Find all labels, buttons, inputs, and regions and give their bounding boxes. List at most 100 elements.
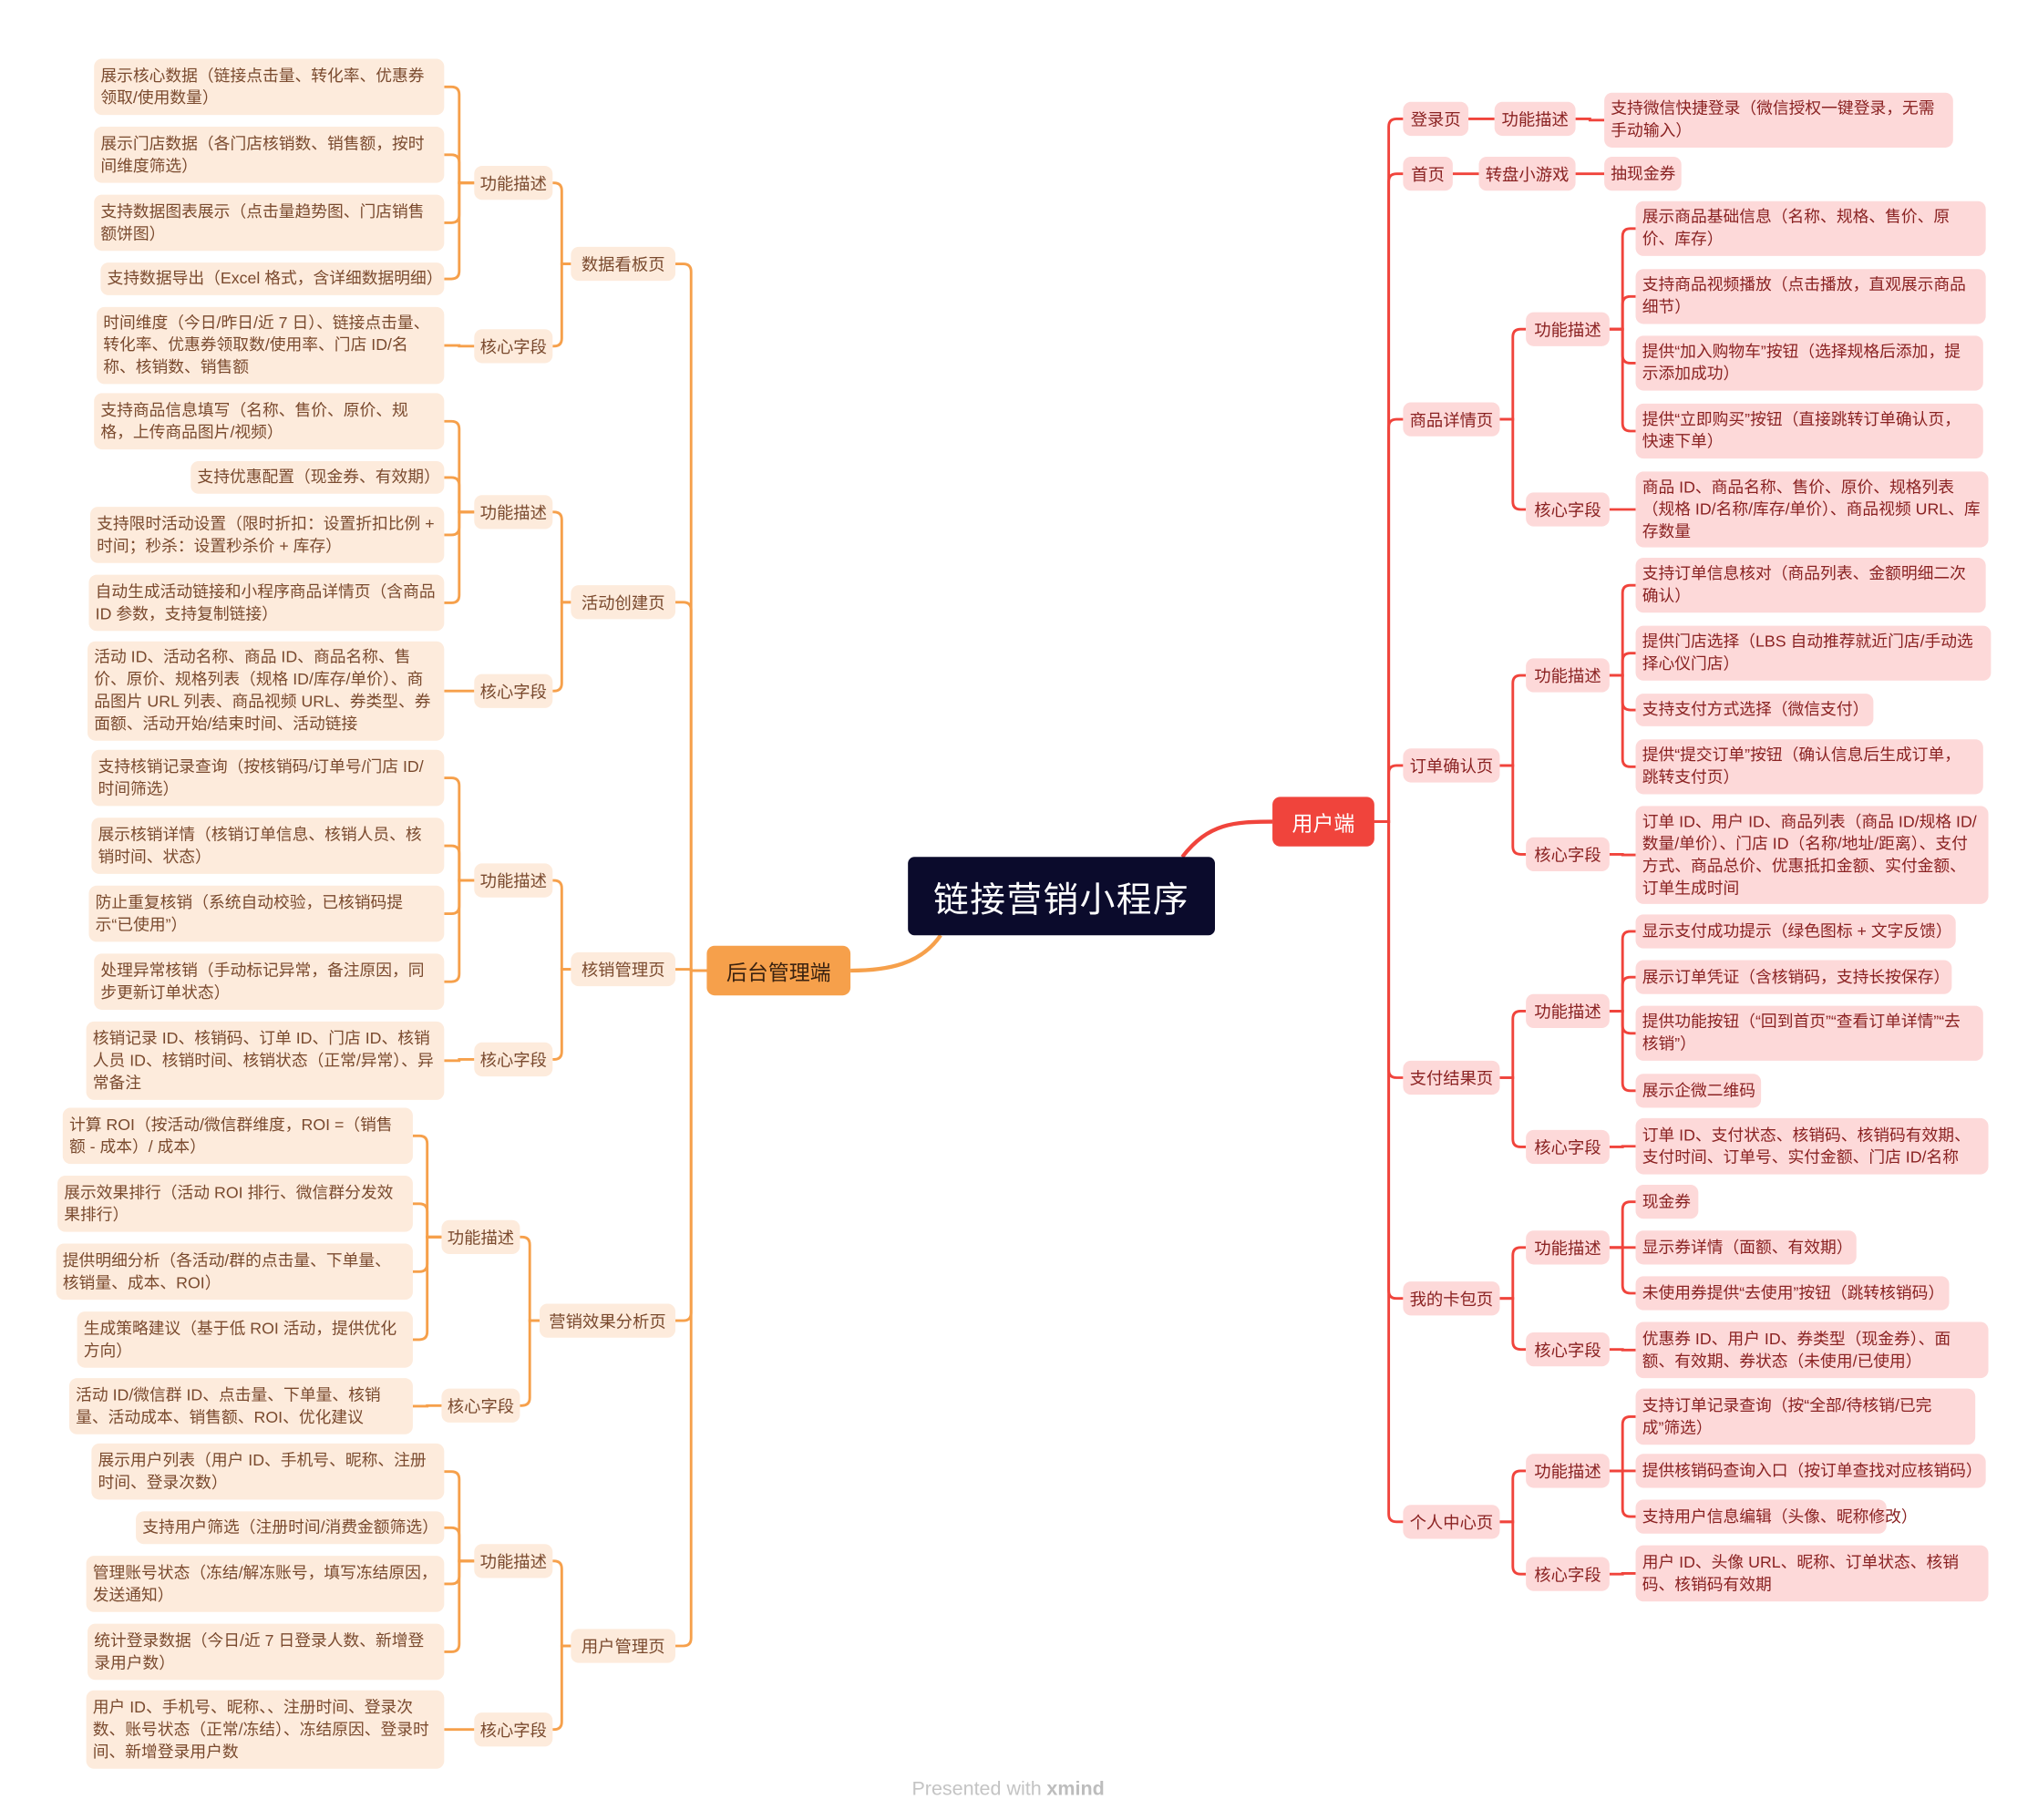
admin-leaf-node[interactable]: 支持用户筛选（注册时间/消费金额筛选） bbox=[136, 1511, 445, 1545]
user-page-node-label: 我的卡包页 bbox=[1409, 1288, 1494, 1309]
admin-section-node[interactable]: 功能描述 bbox=[474, 166, 553, 201]
admin-leaf-node-label: 展示效果排行（活动 ROI 排行、微信群分发效果排行） bbox=[64, 1182, 394, 1224]
user-leaf-node[interactable]: 订单 ID、用户 ID、商品列表（商品 ID/规格 ID/数量/单价）、门店 I… bbox=[1635, 806, 1989, 904]
user-leaf-node[interactable]: 展示订单凭证（含核销码，支持长按保存） bbox=[1635, 960, 1952, 994]
admin-leaf-node[interactable]: 活动 ID/微信群 ID、点击量、下单量、核销量、活动成本、销售额、ROI、优化… bbox=[68, 1378, 413, 1434]
central-topic[interactable]: 链接营销小程序 bbox=[908, 857, 1215, 936]
admin-leaf-node[interactable]: 统计登录数据（今日/近 7 日登录人数、新增登录用户数） bbox=[87, 1623, 445, 1681]
admin-leaf-node-label: 提供明细分析（各活动/群的点击量、下单量、核销量、成本、ROI） bbox=[62, 1250, 391, 1291]
user-leaf-node[interactable]: 商品 ID、商品名称、售价、原价、规格列表（规格 ID/名称/库存/单价）、商品… bbox=[1635, 471, 1989, 548]
admin-section-node[interactable]: 核心字段 bbox=[474, 674, 553, 708]
admin-page-node[interactable]: 活动创建页 bbox=[571, 585, 676, 620]
admin-page-node[interactable]: 用户管理页 bbox=[571, 1629, 676, 1663]
user-section-node[interactable]: 核心字段 bbox=[1526, 1557, 1610, 1591]
user-page-node[interactable]: 首页 bbox=[1403, 156, 1453, 191]
user-page-node[interactable]: 个人中心页 bbox=[1403, 1505, 1500, 1539]
admin-section-node[interactable]: 功能描述 bbox=[441, 1219, 520, 1254]
connector bbox=[1609, 1348, 1636, 1352]
admin-leaf-node[interactable]: 管理账号状态（冻结/解冻账号，填写冻结原因，发送通知） bbox=[86, 1556, 445, 1612]
admin-leaf-node[interactable]: 核销记录 ID、核销码、订单 ID、门店 ID、核销人员 ID、核销时间、核销状… bbox=[86, 1021, 445, 1100]
user-section-node[interactable]: 核心字段 bbox=[1526, 1332, 1610, 1367]
user-section-node[interactable]: 核心字段 bbox=[1526, 492, 1610, 527]
branch-admin[interactable]: 后台管理端 bbox=[706, 945, 851, 996]
user-section-node[interactable]: 转盘小游戏 bbox=[1478, 156, 1576, 191]
user-page-node[interactable]: 登录页 bbox=[1403, 101, 1469, 137]
user-leaf-node-label: 提供核销码查询入口（按订单查找对应核销码） bbox=[1642, 1461, 1982, 1480]
user-section-node[interactable]: 功能描述 bbox=[1526, 1454, 1610, 1488]
user-leaf-node[interactable]: 支持用户信息编辑（头像、昵称修改） bbox=[1635, 1499, 1918, 1534]
user-leaf-node[interactable]: 提供门店选择（LBS 自动推荐就近门店/手动选择心仪门店） bbox=[1635, 625, 1992, 681]
admin-section-node-label: 核心字段 bbox=[479, 681, 547, 701]
admin-section-node-label: 功能描述 bbox=[479, 172, 547, 193]
user-leaf-node[interactable]: 未使用券提供“去使用”按钮（跳转核销码） bbox=[1635, 1276, 1950, 1311]
admin-leaf-node[interactable]: 支持优惠配置（现金券、有效期） bbox=[190, 460, 445, 494]
admin-section-node[interactable]: 核心字段 bbox=[441, 1388, 520, 1423]
user-leaf-node[interactable]: 展示商品基础信息（名称、规格、售价、原价、库存） bbox=[1635, 201, 1986, 256]
admin-section-node[interactable]: 核心字段 bbox=[474, 1712, 553, 1747]
admin-leaf-node[interactable]: 支持限时活动设置（限时折扣：设置折扣比例 + 时间；秒杀：设置秒杀价 + 库存） bbox=[89, 507, 445, 563]
user-leaf-node[interactable]: 抽现金券 bbox=[1604, 156, 1682, 191]
admin-leaf-node[interactable]: 展示用户列表（用户 ID、手机号、昵称、注册时间、登录次数） bbox=[91, 1443, 445, 1500]
user-leaf-node[interactable]: 显示券详情（面额、有效期） bbox=[1635, 1230, 1857, 1265]
admin-leaf-node[interactable]: 展示核销详情（核销订单信息、核销人员、核销时间、状态） bbox=[91, 817, 445, 874]
user-leaf-node[interactable]: 支持订单信息核对（商品列表、金额明细二次确认） bbox=[1635, 558, 1986, 613]
admin-leaf-node[interactable]: 支持商品信息填写（名称、售价、原价、规格，上传商品图片/视频） bbox=[94, 393, 445, 450]
user-page-node[interactable]: 支付结果页 bbox=[1403, 1060, 1500, 1095]
admin-leaf-node[interactable]: 计算 ROI（按活动/微信群维度，ROI =（销售额 - 成本）/ 成本） bbox=[62, 1107, 413, 1165]
admin-section-node[interactable]: 功能描述 bbox=[474, 495, 553, 530]
admin-page-node[interactable]: 核销管理页 bbox=[571, 951, 676, 987]
user-leaf-node[interactable]: 订单 ID、支付状态、核销码、核销码有效期、支付时间、订单号、实付金额、门店 I… bbox=[1635, 1117, 1989, 1175]
user-leaf-node[interactable]: 提供功能按钮（“回到首页”“查看订单详情”“去核销”） bbox=[1635, 1005, 1983, 1061]
admin-leaf-node-label: 支持限时活动设置（限时折扣：设置折扣比例 + 时间；秒杀：设置秒杀价 + 库存） bbox=[97, 514, 435, 555]
admin-leaf-node[interactable]: 处理异常核销（手动标记异常，备注原因，同步更新订单状态） bbox=[94, 953, 445, 1010]
admin-leaf-node[interactable]: 支持核销记录查询（按核销码/订单号/门店 ID/时间筛选） bbox=[91, 749, 445, 807]
user-leaf-node[interactable]: 提供核销码查询入口（按订单查找对应核销码） bbox=[1635, 1454, 1986, 1488]
user-section-node[interactable]: 核心字段 bbox=[1526, 1129, 1610, 1165]
user-page-node[interactable]: 订单确认页 bbox=[1403, 748, 1500, 783]
admin-leaf-node[interactable]: 用户 ID、手机号、昵称、、注册时间、登录次数、账号状态（正常/冻结）、冻结原因… bbox=[86, 1690, 445, 1769]
user-leaf-node[interactable]: 显示支付成功提示（绿色图标 + 文字反馈） bbox=[1635, 914, 1956, 949]
user-leaf-node[interactable]: 现金券 bbox=[1635, 1185, 1699, 1219]
user-section-node[interactable]: 功能描述 bbox=[1494, 101, 1576, 137]
user-leaf-node[interactable]: 支持支付方式选择（微信支付） bbox=[1635, 694, 1874, 726]
user-page-node[interactable]: 我的卡包页 bbox=[1403, 1281, 1500, 1316]
user-leaf-node[interactable]: 展示企微二维码 bbox=[1635, 1074, 1762, 1108]
admin-section-node[interactable]: 核心字段 bbox=[474, 1042, 553, 1077]
user-section-node[interactable]: 功能描述 bbox=[1526, 993, 1610, 1029]
admin-page-node[interactable]: 数据看板页 bbox=[571, 246, 676, 282]
admin-page-node[interactable]: 营销效果分析页 bbox=[539, 1303, 676, 1338]
user-section-node[interactable]: 功能描述 bbox=[1526, 658, 1610, 693]
user-section-node[interactable]: 功能描述 bbox=[1526, 1230, 1610, 1265]
user-leaf-node[interactable]: 提供“立即购买”按钮（直接跳转订单确认页，快速下单） bbox=[1635, 403, 1983, 459]
user-leaf-node[interactable]: 支持订单记录查询（按“全部/待核销/已完成”筛选） bbox=[1635, 1388, 1976, 1445]
user-leaf-node[interactable]: 支持商品视频播放（点击播放，直观展示商品细节） bbox=[1635, 269, 1986, 324]
admin-page-node-label: 核销管理页 bbox=[581, 959, 665, 980]
user-leaf-node[interactable]: 提供“加入购物车”按钮（选择规格后添加，提示添加成功） bbox=[1635, 335, 1983, 391]
admin-leaf-node[interactable]: 自动生成活动链接和小程序商品详情页（含商品 ID 参数，支持复制链接） bbox=[88, 574, 445, 632]
admin-leaf-node[interactable]: 防止重复核销（系统自动校验，已核销码提示“已使用”） bbox=[88, 885, 445, 942]
user-section-node[interactable]: 功能描述 bbox=[1526, 312, 1610, 346]
connector bbox=[552, 1644, 571, 1732]
admin-leaf-node[interactable]: 支持数据导出（Excel 格式，含详细数据明细） bbox=[100, 262, 445, 295]
user-leaf-node[interactable]: 支持微信快捷登录（微信授权一键登录，无需手动输入） bbox=[1604, 92, 1953, 148]
user-page-node[interactable]: 商品详情页 bbox=[1403, 402, 1500, 437]
branch-user[interactable]: 用户端 bbox=[1272, 797, 1374, 847]
admin-leaf-node[interactable]: 活动 ID、活动名称、商品 ID、商品名称、售价、原价、规格列表（规格 ID/库… bbox=[87, 641, 445, 741]
admin-leaf-node-label: 支持数据图表展示（点击量趋势图、门店销售额饼图） bbox=[100, 201, 425, 242]
admin-leaf-node[interactable]: 提供明细分析（各活动/群的点击量、下单量、核销量、成本、ROI） bbox=[56, 1243, 413, 1301]
admin-leaf-node[interactable]: 展示门店数据（各门店核销数、销售额，按时间维度筛选） bbox=[94, 127, 445, 183]
user-leaf-node[interactable]: 提供“提交订单”按钮（确认信息后生成订单，跳转支付页） bbox=[1635, 739, 1983, 795]
admin-section-node[interactable]: 核心字段 bbox=[474, 329, 553, 364]
admin-leaf-node[interactable]: 支持数据图表展示（点击量趋势图、门店销售额饼图） bbox=[94, 194, 445, 252]
admin-leaf-node-label: 展示核心数据（链接点击量、转化率、优惠券领取/使用数量） bbox=[100, 66, 425, 107]
admin-leaf-node[interactable]: 展示效果排行（活动 ROI 排行、微信群分发效果排行） bbox=[57, 1175, 413, 1232]
admin-section-node-label: 核心字段 bbox=[479, 1719, 547, 1740]
admin-leaf-node[interactable]: 时间维度（今日/昨日/近 7 日）、链接点击量、转化率、优惠券领取数/使用率、门… bbox=[97, 306, 445, 385]
admin-section-node[interactable]: 功能描述 bbox=[474, 863, 553, 898]
admin-section-node[interactable]: 功能描述 bbox=[474, 1544, 553, 1578]
admin-leaf-node[interactable]: 生成策略建议（基于低 ROI 活动，提供优化方向） bbox=[77, 1311, 413, 1368]
user-section-node[interactable]: 核心字段 bbox=[1526, 837, 1610, 872]
user-leaf-node[interactable]: 用户 ID、头像 URL、昵称、订单状态、核销码、核销码有效期 bbox=[1635, 1545, 1989, 1602]
user-leaf-node[interactable]: 优惠券 ID、用户 ID、券类型（现金券）、面额、有效期、券状态（未使用/已使用… bbox=[1635, 1321, 1989, 1379]
admin-leaf-node[interactable]: 展示核心数据（链接点击量、转化率、优惠券领取/使用数量） bbox=[94, 58, 445, 116]
